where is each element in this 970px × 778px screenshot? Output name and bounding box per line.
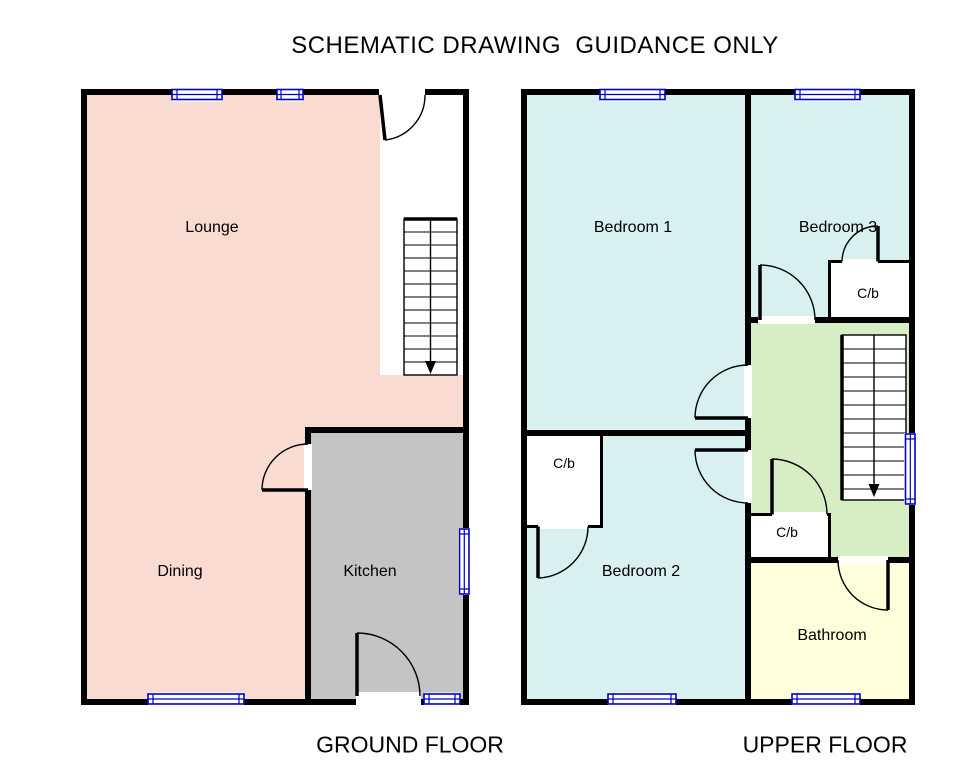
room-label-bathroom: Bathroom <box>797 627 867 644</box>
room-label-dining: Dining <box>157 563 203 580</box>
ground-floor-drawing <box>81 88 470 706</box>
bathroom-door-opening <box>838 556 888 564</box>
upper-floor-label: UPPER FLOOR <box>742 731 908 758</box>
kitchen-door <box>261 443 309 492</box>
room-label-kitchen: Kitchen <box>343 563 397 580</box>
back-door <box>355 632 421 697</box>
page-title: SCHEMATIC DRAWING GUIDANCE ONLY <box>291 32 779 59</box>
front-door <box>378 94 426 141</box>
ground-floor-plan: Lounge Dining Kitchen <box>80 88 470 706</box>
room-label-lounge: Lounge <box>185 219 239 236</box>
upper-floor-drawing <box>521 88 916 706</box>
window-top-right <box>794 88 861 102</box>
ground-floor-label: GROUND FLOOR <box>316 731 504 758</box>
window-top-left <box>171 88 223 102</box>
outer-wall <box>521 89 915 705</box>
room-label-bedroom1: Bedroom 1 <box>593 219 673 236</box>
room-label-cb-bedroom3: C/b <box>857 285 879 301</box>
outer-wall <box>81 89 469 705</box>
bedroom2-door-opening <box>744 450 752 503</box>
window-top-left <box>599 88 666 102</box>
bedroom1-door-opening <box>744 365 752 418</box>
kitchen-door-opening <box>304 444 312 490</box>
window-top-mid <box>276 88 304 102</box>
window-bottom-left <box>607 692 677 706</box>
back-door-opening <box>356 692 421 706</box>
room-label-cb-landing: C/b <box>776 524 798 540</box>
room-label-bedroom3: Bedroom 3 <box>798 219 878 236</box>
kitchen-top-wall <box>305 427 463 433</box>
landing-closet <box>751 458 831 563</box>
bathroom-top-wall <box>745 557 909 563</box>
landing-closet-floor <box>751 513 831 563</box>
kitchen-floor <box>308 430 463 699</box>
bedroom-divider-wall <box>527 430 751 436</box>
window-bottom-left <box>147 692 245 706</box>
window-bottom-right <box>423 692 461 706</box>
kitchen-left-wall <box>305 427 311 699</box>
bathroom-floor <box>751 563 909 699</box>
bedroom3-door <box>758 264 816 321</box>
bedroom3-closet <box>828 225 909 317</box>
bedroom2-door <box>694 448 749 504</box>
upper-floor-plan: Bedroom 1 Bedroom 3 C/b C/b Bedroom 2 C/… <box>520 88 916 706</box>
bedroom1-floor <box>527 95 745 430</box>
stairs-down-arrow <box>868 484 880 497</box>
bedroom3-landing-wall <box>745 317 909 323</box>
bathroom-door <box>837 559 890 611</box>
room-label-cb-bedroom2: C/b <box>553 455 575 471</box>
bedroom3-door-opening <box>758 316 815 324</box>
staircase <box>403 217 458 376</box>
window-bottom-right <box>791 692 861 706</box>
staircase <box>840 334 907 501</box>
front-door-opening <box>379 88 425 102</box>
window-right-landing <box>904 433 916 505</box>
bedroom2-closet <box>527 436 603 579</box>
bedroom3-closet-floor <box>828 260 909 317</box>
bedroom1-door <box>694 364 749 420</box>
window-right-kitchen <box>458 528 470 595</box>
bedroom2-closet-floor <box>527 436 600 528</box>
room-label-bedroom2: Bedroom 2 <box>601 563 681 580</box>
stairs-down-arrow <box>425 361 436 374</box>
